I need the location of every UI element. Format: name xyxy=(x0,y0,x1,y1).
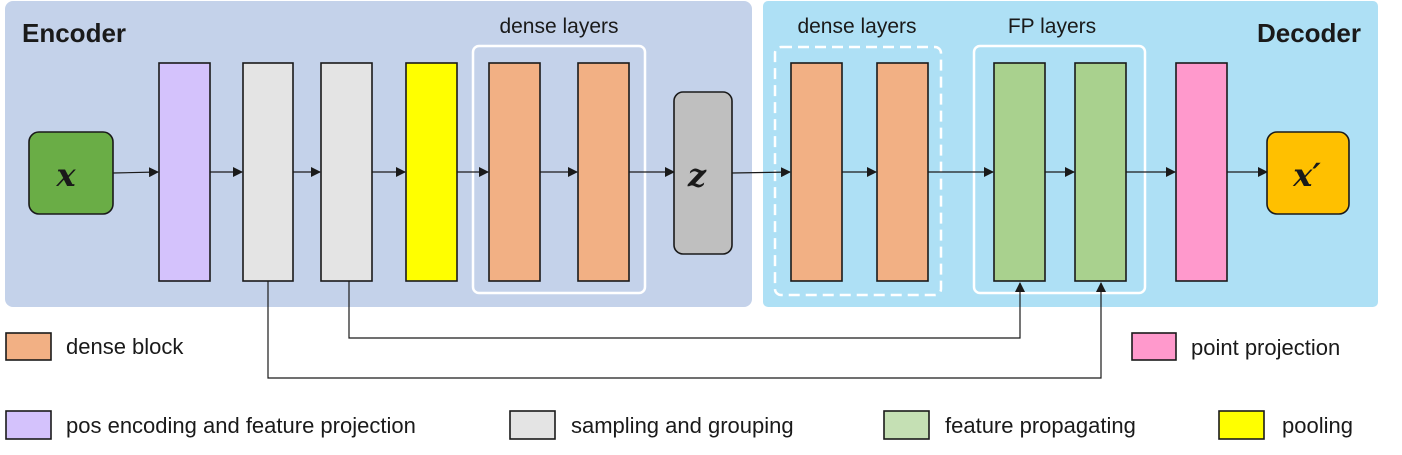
encoder-dense-block-1 xyxy=(488,62,541,282)
legend: dense block point projection pos encodin… xyxy=(5,332,1353,440)
legend-label-point-projection: point projection xyxy=(1191,335,1340,360)
decoder-dense-block-2 xyxy=(876,62,929,282)
sampling-grouping-block-1 xyxy=(242,62,294,282)
point-projection-block xyxy=(1175,62,1228,282)
decoder-dense-block-1 xyxy=(790,62,843,282)
legend-label-sampling: sampling and grouping xyxy=(571,413,794,438)
encoder-dense-block-2 xyxy=(577,62,630,282)
legend-label-dense: dense block xyxy=(66,334,184,359)
encoder-dense-group xyxy=(471,44,647,295)
latent-label: z xyxy=(687,156,707,194)
legend-swatch-sampling xyxy=(509,410,556,440)
sampling-grouping-block-2 xyxy=(320,62,373,282)
legend-swatch-feature-propagating xyxy=(883,410,930,440)
skip-connection-arrow xyxy=(348,281,1025,339)
input-node xyxy=(28,131,114,215)
skip-connection-arrow xyxy=(267,281,1106,379)
output-node xyxy=(1266,131,1350,215)
fp-group-label: FP layers xyxy=(1008,15,1096,38)
fp-group xyxy=(972,44,1147,295)
input-label: x xyxy=(55,156,76,194)
latent-node xyxy=(673,91,733,255)
encoder-title: Encoder xyxy=(22,18,126,48)
decoder-dense-group xyxy=(773,45,943,297)
legend-label-feature-propagating: feature propagating xyxy=(945,413,1136,438)
legend-swatch-dense xyxy=(5,332,52,361)
pooling-block xyxy=(405,62,458,282)
legend-label-pooling: pooling xyxy=(1282,413,1353,438)
decoder-title: Decoder xyxy=(1257,18,1361,48)
encoder-dense-group-label: dense layers xyxy=(499,15,618,38)
decoder-dense-group-label: dense layers xyxy=(797,15,916,38)
flow-arrow xyxy=(112,167,159,178)
feature-propagating-block-1 xyxy=(993,62,1046,282)
legend-swatch-pooling xyxy=(1218,410,1265,440)
legend-swatch-point-projection xyxy=(1131,332,1177,361)
pos-encoding-block xyxy=(158,62,211,282)
legend-swatch-pos-encoding xyxy=(5,410,52,440)
feature-propagating-block-2 xyxy=(1074,62,1127,282)
output-label: x′ xyxy=(1292,156,1321,194)
flow-arrow xyxy=(731,167,791,178)
legend-label-pos-encoding: pos encoding and feature projection xyxy=(66,413,416,438)
